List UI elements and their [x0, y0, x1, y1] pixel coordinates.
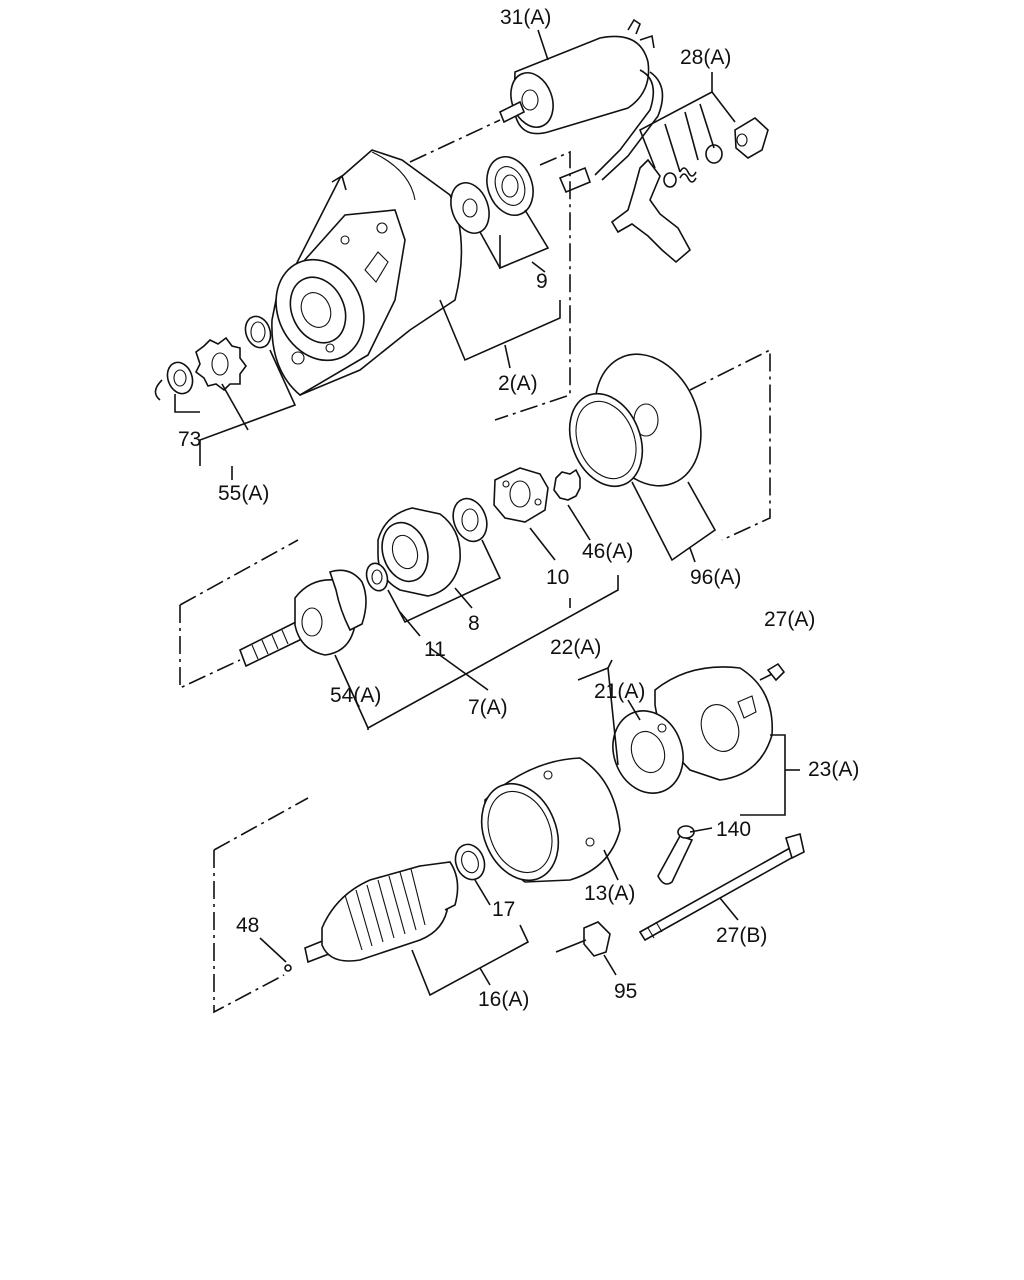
- armature-part: [284, 861, 459, 972]
- label-7a: 7(A): [468, 696, 508, 719]
- label-10: 10: [546, 566, 569, 589]
- planetary-gear-part: [452, 467, 581, 543]
- brush-spring-part: [555, 921, 611, 957]
- bearing-washer-part: [450, 156, 534, 234]
- label-54a: 54(A): [330, 684, 381, 707]
- label-22a: 22(A): [550, 636, 601, 659]
- shift-lever-part: [610, 117, 769, 264]
- label-17: 17: [492, 898, 515, 921]
- label-21a: 21(A): [594, 680, 645, 703]
- label-95: 95: [614, 980, 637, 1003]
- label-55a: 55(A): [218, 482, 269, 505]
- label-96a: 96(A): [690, 566, 741, 589]
- label-73: 73: [178, 428, 201, 451]
- label-140: 140: [716, 818, 751, 841]
- solenoid-part: [498, 18, 664, 194]
- label-9: 9: [536, 270, 548, 293]
- output-shaft-part: [238, 569, 367, 668]
- rear-cover-part: [612, 666, 774, 794]
- label-16a: 16(A): [478, 988, 529, 1011]
- drive-housing-part: [271, 149, 463, 396]
- through-bolt-part: [638, 832, 805, 942]
- label-2a: 2(A): [498, 372, 538, 395]
- pinion-gear-part: [154, 315, 272, 401]
- label-27b: 27(B): [716, 924, 767, 947]
- label-23a: 23(A): [808, 758, 859, 781]
- ball-bearing-part: [454, 843, 486, 881]
- terminal-cap-part: [657, 825, 695, 885]
- label-27a: 27(A): [764, 608, 815, 631]
- label-31a: 31(A): [500, 6, 551, 29]
- label-11: 11: [424, 638, 446, 661]
- label-13a: 13(A): [584, 882, 635, 905]
- leader-lines: [174, 29, 800, 1014]
- small-screw-part: [759, 662, 786, 682]
- label-8: 8: [468, 612, 480, 635]
- yoke-part: [480, 757, 621, 883]
- label-46a: 46(A): [582, 540, 633, 563]
- label-48: 48: [236, 914, 259, 937]
- label-28a: 28(A): [680, 46, 731, 69]
- center-bracket-part: [568, 353, 702, 488]
- internal-gear-part: [365, 507, 461, 597]
